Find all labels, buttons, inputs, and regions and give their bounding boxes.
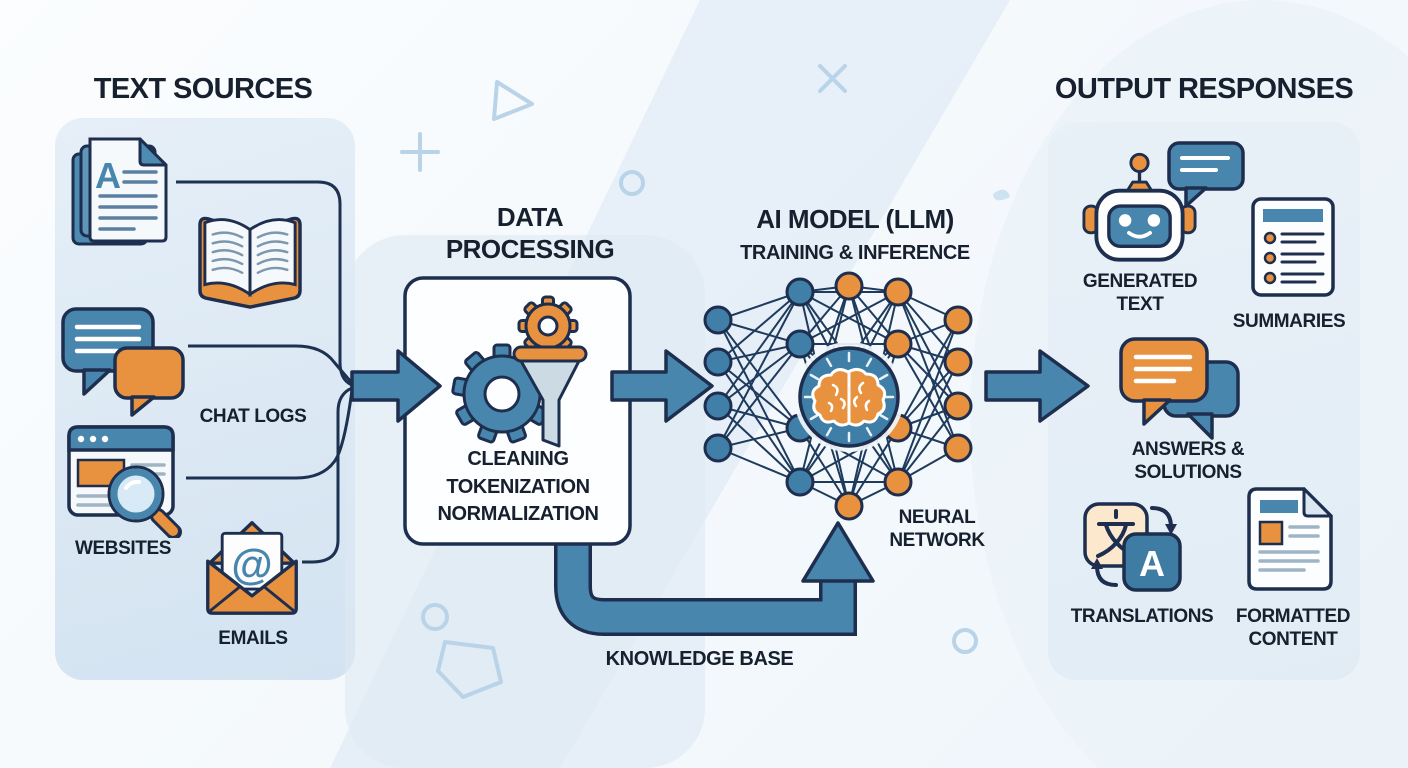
stacked-documents-icon: A <box>71 137 168 246</box>
triangle-icon <box>492 80 534 121</box>
step-tokenization: TOKENIZATION <box>446 475 590 498</box>
ai-model-title: AI MODEL (LLM) <box>756 204 954 234</box>
step-cleaning: CLEANING <box>467 448 569 470</box>
arrow-model-to-output <box>984 349 1090 423</box>
knowledge-base-label: KNOWLEDGE BASE <box>605 648 794 670</box>
arrow-sources-to-processing <box>350 349 442 423</box>
arrow-processing-to-model <box>610 349 714 423</box>
latin-a-glyph: A <box>1139 543 1165 584</box>
circle-icon <box>952 628 978 654</box>
circle-icon <box>619 170 645 196</box>
feedback-pipe-arrow <box>554 521 875 636</box>
text-sources-title: TEXT SOURCES <box>93 73 313 105</box>
teardrop-icon <box>993 189 1010 201</box>
source-connectors <box>176 180 354 564</box>
output-responses-title: OUTPUT RESPONSES <box>1054 73 1354 105</box>
websites-label: WEBSITES <box>74 538 172 559</box>
answers-solutions-label: ANSWERS & SOLUTIONS <box>1131 439 1245 484</box>
website-search-icon <box>67 425 182 538</box>
generated-text-label: GENERATED TEXT <box>1082 271 1198 316</box>
neural-network-icon <box>703 271 973 521</box>
emails-label: EMAILS <box>218 628 288 649</box>
x-icon <box>818 64 847 93</box>
decor-shapes <box>400 64 1010 699</box>
formatted-document-icon <box>1247 487 1333 591</box>
translation-icon: A <box>1083 502 1182 592</box>
neural-network-label-line1: NEURAL <box>898 507 976 528</box>
open-book-icon <box>198 216 302 309</box>
brain-icon <box>794 342 904 452</box>
flow-arrows <box>350 349 1090 423</box>
step-normalization: NORMALIZATION <box>437 503 599 525</box>
circle-icon <box>421 603 449 631</box>
data-processing-title-line2: PROCESSING <box>445 233 615 264</box>
processing-steps: CLEANING TOKENIZATION NORMALIZATION <box>408 446 628 529</box>
data-processing-title: DATA PROCESSING <box>420 202 640 265</box>
robot-icon <box>1082 152 1197 262</box>
robot-speech-bubble-icon <box>1167 141 1245 208</box>
document-letter: A <box>95 155 121 196</box>
neural-network-label: NEURAL NETWORK <box>872 506 1002 552</box>
chat-bubbles-icon <box>61 307 185 417</box>
answer-bubbles-icon <box>1119 337 1240 440</box>
summaries-label: SUMMARIES <box>1232 311 1346 332</box>
plus-icon <box>400 132 440 172</box>
pentagon-icon <box>436 640 503 699</box>
email-envelope-icon: @ <box>206 521 298 615</box>
summary-list-icon <box>1251 197 1335 297</box>
translations-label: TRANSLATIONS <box>1070 606 1214 627</box>
chat-logs-label: CHAT LOGS <box>199 406 307 427</box>
at-symbol: @ <box>231 541 272 588</box>
neural-network-label-line2: NETWORK <box>889 530 985 552</box>
ai-model-subtitle: TRAINING & INFERENCE <box>740 242 970 264</box>
data-processing-title-line1: DATA <box>496 202 564 232</box>
formatted-content-label: FORMATTED CONTENT <box>1235 606 1351 651</box>
funnel-icon <box>512 345 588 448</box>
